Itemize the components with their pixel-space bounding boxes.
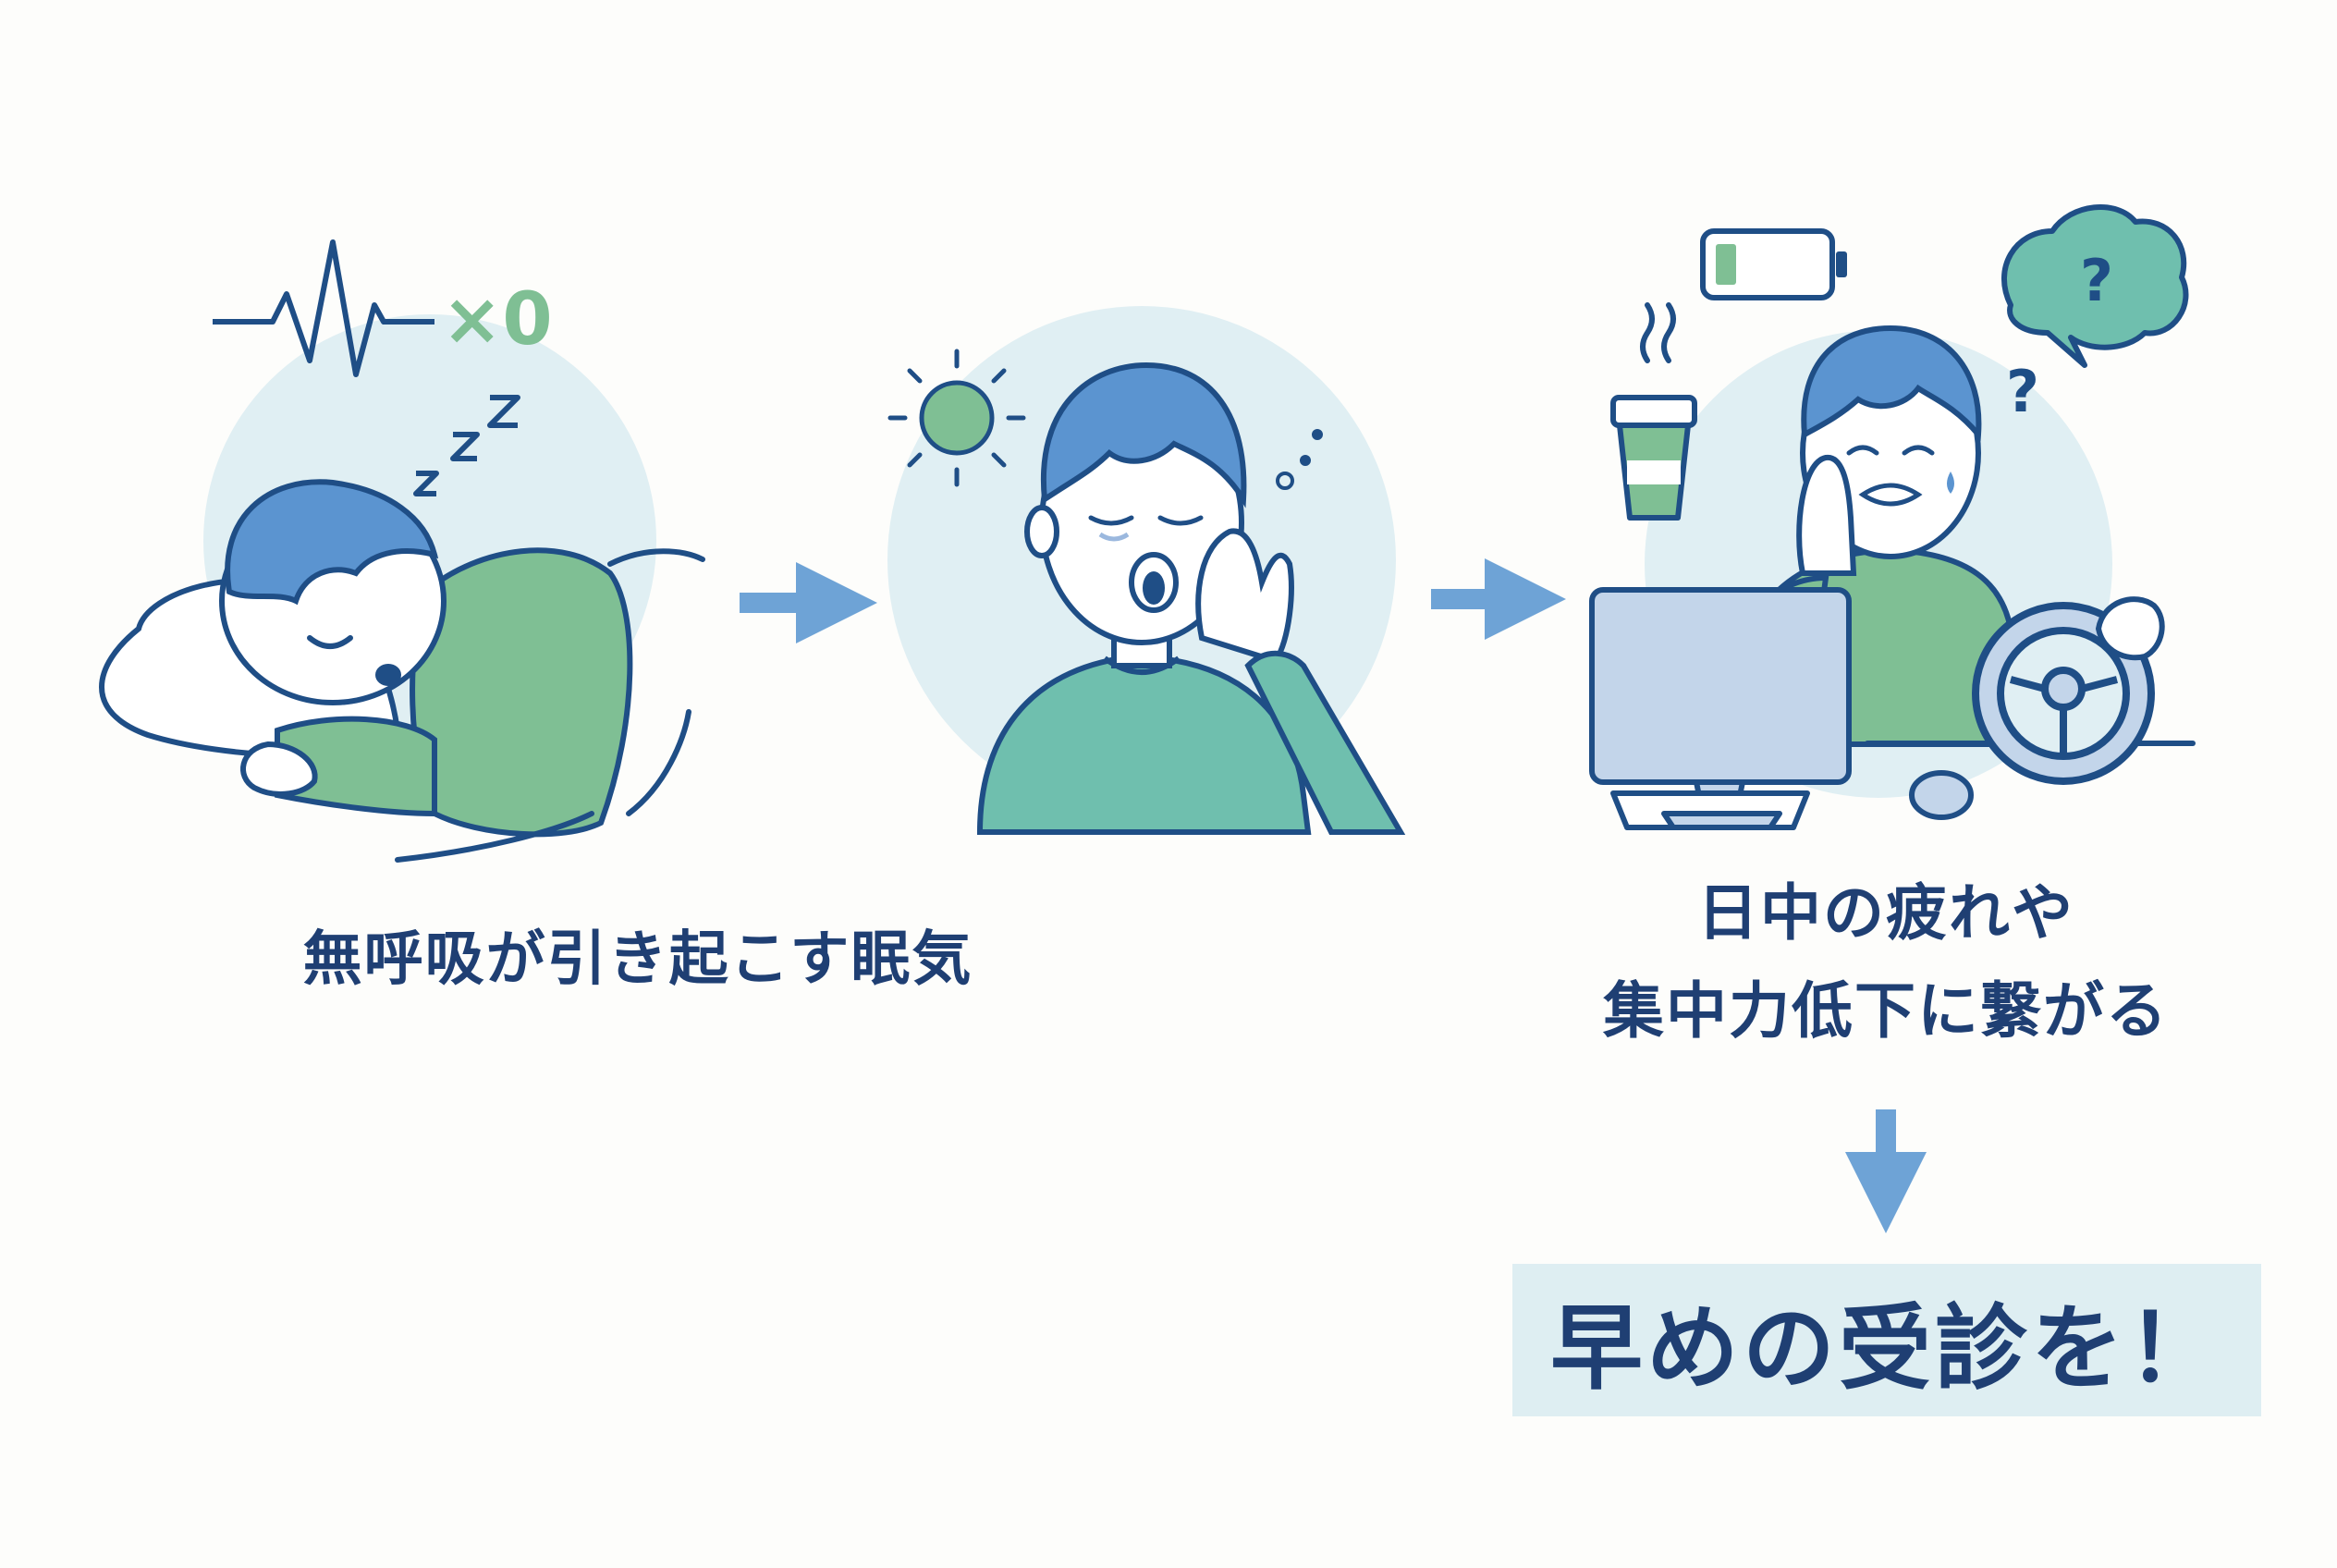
cta-box: 早めの受診を！ [1512, 1264, 2261, 1416]
sleeping-hand [240, 741, 318, 797]
snore-z-icon [413, 395, 520, 496]
worried-eyes-icon [1846, 445, 1935, 456]
worker-panel: ? ? [1589, 204, 2196, 830]
tired-eye-right-icon [1157, 515, 1204, 526]
steering-hand [2095, 596, 2165, 661]
sun-icon [887, 349, 1026, 487]
mouse-icon [1909, 770, 1974, 820]
question-mark-icon: ? [2006, 358, 2039, 425]
yawn-dots-icon [1276, 429, 1323, 490]
bed-line [395, 811, 594, 863]
worried-mouth [1858, 483, 1923, 507]
blanket [607, 548, 705, 816]
brain-question-icon: ? [2001, 204, 2189, 368]
sleeping-hair [225, 479, 439, 606]
yawning-hair [1040, 361, 1247, 508]
tired-eye-left-icon [1088, 515, 1134, 526]
breathing-wave-icon [213, 239, 434, 377]
mouth-open [375, 664, 401, 686]
caption-daytime-effects: 日中の疲れや 集中力低下に繋がる [1479, 864, 2293, 1060]
rubbing-hand [1195, 528, 1294, 665]
coffee-cup-icon [1610, 302, 1697, 521]
raised-arm [1244, 650, 1406, 835]
computer-monitor-icon [1589, 587, 1852, 830]
zero-breathing-text: ×0 [442, 278, 553, 361]
closed-eye-icon [307, 635, 353, 649]
yawning-panel [887, 306, 1406, 835]
worker-hair [1801, 325, 1982, 442]
caption-line-2: 集中力低下に繋がる [1603, 975, 2169, 1047]
cheek-hand [1796, 454, 1857, 576]
eye-bag [1098, 532, 1130, 542]
sleeping-panel: ×0 [99, 239, 705, 863]
yawn-mouth-inner [1143, 571, 1165, 605]
caption-sleepiness: 無呼吸が引き起こす眠気 [302, 925, 973, 994]
low-battery-icon [1700, 228, 1847, 300]
ear [1024, 505, 1059, 558]
sleeping-arm [275, 716, 437, 817]
sweat-drop-icon [1947, 472, 1954, 494]
svg-text:?: ? [2080, 247, 2113, 314]
cta-label: 早めの受診を！ [1550, 1294, 2223, 1403]
caption-line-1: 日中の疲れや [1697, 877, 2074, 949]
